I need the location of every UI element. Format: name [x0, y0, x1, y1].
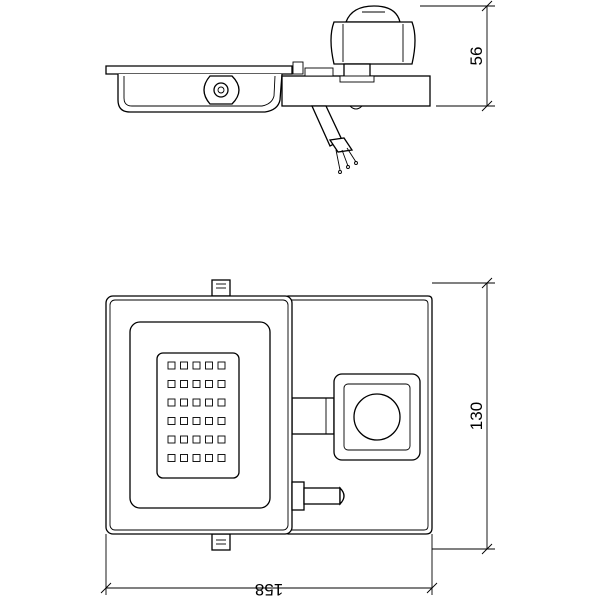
led-grid — [167, 361, 226, 462]
led-chip — [217, 435, 226, 444]
led-chip — [192, 417, 201, 425]
led-chip — [192, 454, 201, 462]
led-chip — [205, 398, 213, 407]
cable-gland-front — [291, 481, 345, 511]
led-chip — [217, 417, 226, 425]
side-view: 56 — [105, 0, 495, 174]
dimension-front-height: 130 — [432, 277, 495, 555]
sensor-lens — [353, 393, 401, 441]
led-chip — [167, 398, 176, 407]
dimension-158-label: 158 — [255, 580, 283, 599]
led-chip — [205, 454, 213, 462]
led-chip — [180, 417, 188, 425]
led-chip — [217, 361, 226, 370]
bottom-bolt — [211, 533, 231, 551]
motion-sensor-side — [330, 5, 416, 83]
led-chip — [217, 454, 226, 462]
led-chip — [180, 380, 188, 388]
led-chip — [180, 398, 188, 407]
motion-sensor-front — [333, 373, 421, 461]
dimension-130-label: 130 — [467, 402, 486, 430]
cable-gland — [310, 105, 358, 174]
led-chip — [192, 398, 201, 407]
led-chip — [180, 361, 188, 370]
led-chip — [192, 380, 201, 388]
led-chip — [167, 454, 176, 462]
dimension-front-width: 158 — [100, 534, 438, 599]
led-chip — [217, 398, 226, 407]
led-chip — [205, 361, 213, 370]
led-chip — [205, 380, 213, 388]
led-chip — [192, 361, 201, 370]
led-chip — [205, 417, 213, 425]
front-view: 130 158 — [100, 277, 495, 599]
led-board — [156, 352, 240, 479]
led-chip — [180, 435, 188, 444]
led-chip — [205, 435, 213, 444]
led-chip — [167, 417, 176, 425]
led-chip — [180, 454, 188, 462]
led-chip — [192, 435, 201, 444]
dimension-side-height: 56 — [420, 0, 495, 112]
dimension-56-label: 56 — [467, 47, 486, 66]
led-chip — [167, 380, 176, 388]
led-chip — [217, 380, 226, 388]
led-chip — [167, 361, 176, 370]
led-chip — [167, 435, 176, 444]
